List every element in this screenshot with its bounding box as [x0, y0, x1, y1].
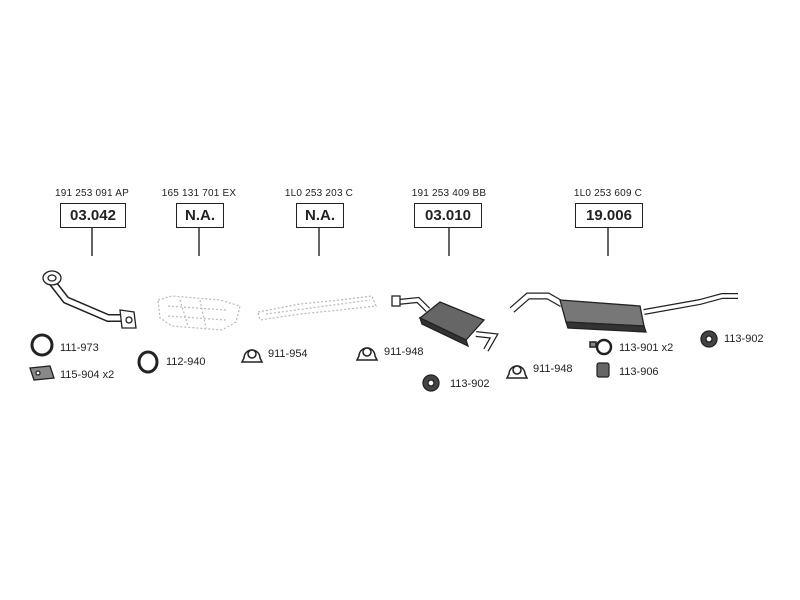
- bracket-icon[interactable]: [29, 365, 55, 381]
- part-label-111-973: 111-973: [60, 342, 99, 354]
- oem-number-middle-silencer: 191 253 409 BB: [411, 188, 487, 199]
- part-label-112-940: 112-940: [166, 356, 206, 368]
- rubber-mount-icon[interactable]: [422, 374, 440, 392]
- part-label-115-904: 115-904 x2: [60, 369, 115, 381]
- oem-number-intermediate-pipe: 1L0 253 203 C: [284, 188, 354, 199]
- code-box-catalyst[interactable]: N.A.: [176, 203, 224, 228]
- code-box-front-pipe[interactable]: 03.042: [60, 203, 126, 228]
- gasket-ring-icon[interactable]: [137, 350, 159, 374]
- oem-number-catalyst: 165 131 701 EX: [161, 188, 237, 199]
- pipe-clamp-icon[interactable]: [505, 365, 529, 379]
- catalyst-drawing[interactable]: [157, 295, 241, 331]
- part-label-113-902-b: 113-902: [724, 333, 764, 345]
- code-box-middle-silencer[interactable]: 03.010: [414, 203, 482, 228]
- oem-number-rear-silencer: 1L0 253 609 C: [573, 188, 643, 199]
- gasket-ring-icon[interactable]: [30, 333, 54, 357]
- front-pipe-drawing[interactable]: [42, 270, 137, 329]
- intermediate-pipe-drawing[interactable]: [257, 295, 377, 321]
- pipe-clamp-icon[interactable]: [355, 347, 379, 361]
- rear-silencer-drawing[interactable]: [509, 292, 738, 333]
- middle-silencer-drawing[interactable]: [391, 295, 499, 352]
- part-label-911-948-b: 911-948: [533, 363, 573, 375]
- pipe-clamp-icon[interactable]: [240, 349, 264, 363]
- rubber-mount-icon[interactable]: [700, 330, 718, 348]
- hanger-ring-icon[interactable]: [589, 338, 613, 356]
- code-box-rear-silencer[interactable]: 19.006: [575, 203, 643, 228]
- code-box-intermediate-pipe[interactable]: N.A.: [296, 203, 344, 228]
- part-label-113-902-a: 113-902: [450, 378, 490, 390]
- rubber-block-icon[interactable]: [596, 362, 610, 378]
- part-label-113-906: 113-906: [619, 366, 659, 378]
- part-label-113-901: 113-901 x2: [619, 342, 674, 354]
- part-label-911-954: 911-954: [268, 348, 308, 360]
- part-label-911-948-a: 911-948: [384, 346, 424, 358]
- oem-number-front-pipe: 191 253 091 AP: [55, 188, 129, 199]
